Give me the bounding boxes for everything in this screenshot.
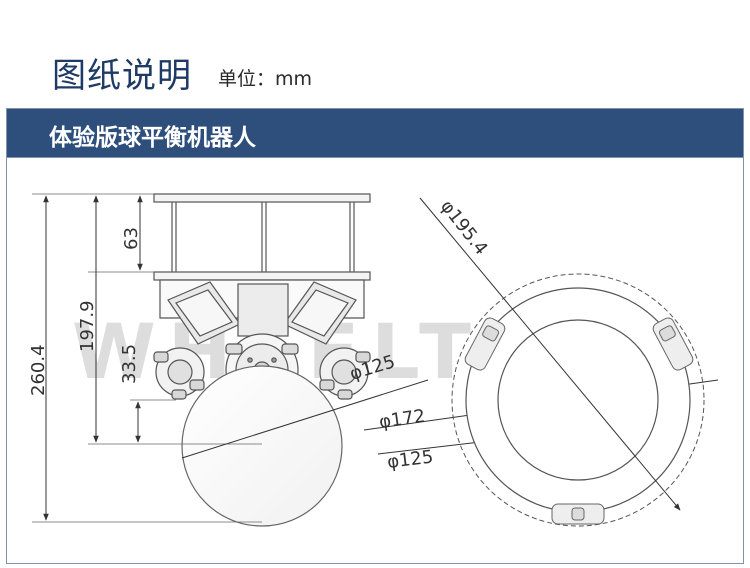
- motor-center: [237, 283, 289, 337]
- ball: [181, 365, 343, 527]
- title-banner: 体验版球平衡机器人: [6, 108, 744, 158]
- top-wheel-right: [652, 317, 694, 371]
- omni-wheel-right: [319, 347, 371, 400]
- dim-ring-diameter: φ172: [378, 406, 427, 433]
- unit-label: 单位：mm: [218, 68, 313, 90]
- omni-wheel-left: [153, 347, 205, 400]
- drawing-frame: [6, 158, 744, 564]
- top-view: [451, 273, 705, 527]
- banner-title: 体验版球平衡机器人: [49, 125, 256, 151]
- dim-body-height: 197.9: [77, 300, 98, 352]
- outer-dashed-ring: [451, 273, 705, 527]
- inner-ring: [497, 319, 659, 481]
- top-wheel-left: [464, 317, 506, 371]
- dim-ball-diameter-2: φ125: [386, 446, 434, 472]
- side-view: [153, 193, 371, 527]
- outer-ring: [465, 287, 691, 513]
- page-title: 图纸说明: [52, 56, 192, 96]
- dim-line-outer-diameter: [419, 197, 681, 511]
- dim-wheel-offset: 33.5: [119, 344, 140, 384]
- top-plate: [153, 193, 371, 203]
- dim-top-deck: 63: [121, 227, 142, 250]
- top-wheel-bottom: [551, 503, 605, 525]
- middle-plate: [153, 271, 371, 281]
- dim-total-height: 260.4: [28, 344, 49, 396]
- leader-ball-1: [181, 379, 429, 459]
